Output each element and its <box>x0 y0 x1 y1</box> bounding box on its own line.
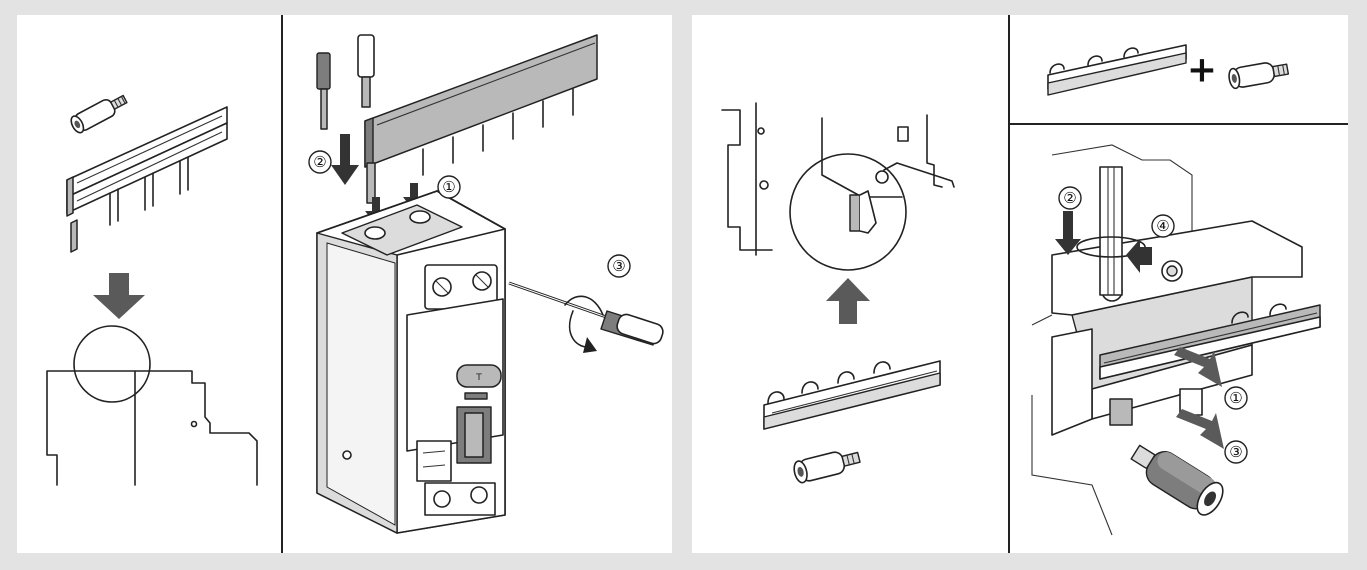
step-label-1: ① <box>1224 386 1248 410</box>
step-number: ④ <box>1156 217 1169 235</box>
end-cap-plug-icon <box>793 451 861 484</box>
step-number: ③ <box>612 257 625 275</box>
step-number: ② <box>1063 189 1076 207</box>
step-label-1: ① <box>437 175 461 199</box>
breaker-side-profile <box>721 102 943 256</box>
end-cap-plug-icon <box>1228 62 1290 90</box>
step2-arrow-icon <box>331 134 359 185</box>
busbar-comb <box>1047 44 1187 96</box>
right-instruction-sheet: + <box>692 15 1348 553</box>
svg-text:T: T <box>475 373 482 383</box>
screwdriver-icon <box>508 281 664 353</box>
clip-detail <box>849 162 955 234</box>
busbar-comb <box>364 34 598 204</box>
up-arrow-icon <box>826 278 870 324</box>
ferrule-icon <box>316 34 375 130</box>
end-cap-plug-icon <box>1130 444 1224 516</box>
left-instruction-sheet: T ① <box>17 15 672 553</box>
step-label-4: ④ <box>1151 214 1175 238</box>
step-label-3: ③ <box>607 254 631 278</box>
step-number: ① <box>442 178 455 196</box>
step-number: ① <box>1229 389 1242 407</box>
right-sheet-drawing: + <box>721 15 1348 553</box>
down-arrow-icon <box>93 273 145 319</box>
step-number: ② <box>313 153 326 171</box>
step-label-3: ③ <box>1224 440 1248 464</box>
busbar-comb <box>1099 303 1321 380</box>
plus-symbol: + <box>1187 50 1217 91</box>
push-arrow-icon <box>1176 409 1224 449</box>
end-cap-plug-icon <box>70 94 128 134</box>
step-number: ③ <box>1229 443 1242 461</box>
screwdriver-icon <box>1076 166 1146 296</box>
busbar-comb <box>763 360 941 430</box>
push-arrow-icon <box>1174 347 1222 387</box>
detail-circle <box>789 153 907 271</box>
panel-5: ① ② ③ ④ <box>1031 144 1321 536</box>
step-label-2: ② <box>308 150 332 174</box>
breaker-profile <box>46 370 258 486</box>
detail-circle <box>73 325 151 403</box>
step2-arrow-icon <box>1055 211 1081 255</box>
left-sheet-drawing: T ① <box>46 15 664 553</box>
busbar-comb <box>66 106 228 253</box>
rotate-arrow-icon <box>1126 239 1152 273</box>
panel-3 <box>721 102 955 484</box>
circuit-breaker: T <box>316 190 506 534</box>
panel-1 <box>46 94 258 486</box>
step-label-2: ② <box>1058 186 1082 210</box>
panel-2: T ① <box>308 34 664 534</box>
panel-4: + <box>1047 44 1290 96</box>
